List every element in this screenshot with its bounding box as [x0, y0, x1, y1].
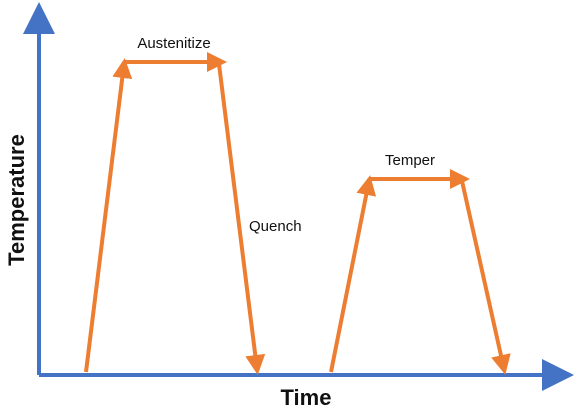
x-axis-label: Time	[281, 385, 332, 410]
austenitize-label: Austenitize	[137, 35, 210, 52]
heat-up-arrow	[84, 58, 133, 373]
quench-arrow	[217, 63, 266, 375]
quench-label: Quench	[249, 218, 302, 235]
temper-heat-up-arrow	[329, 175, 377, 373]
temper-cool-arrow	[460, 180, 511, 375]
temper-label: Temper	[385, 152, 435, 169]
y-axis-label: Temperature	[4, 134, 29, 266]
